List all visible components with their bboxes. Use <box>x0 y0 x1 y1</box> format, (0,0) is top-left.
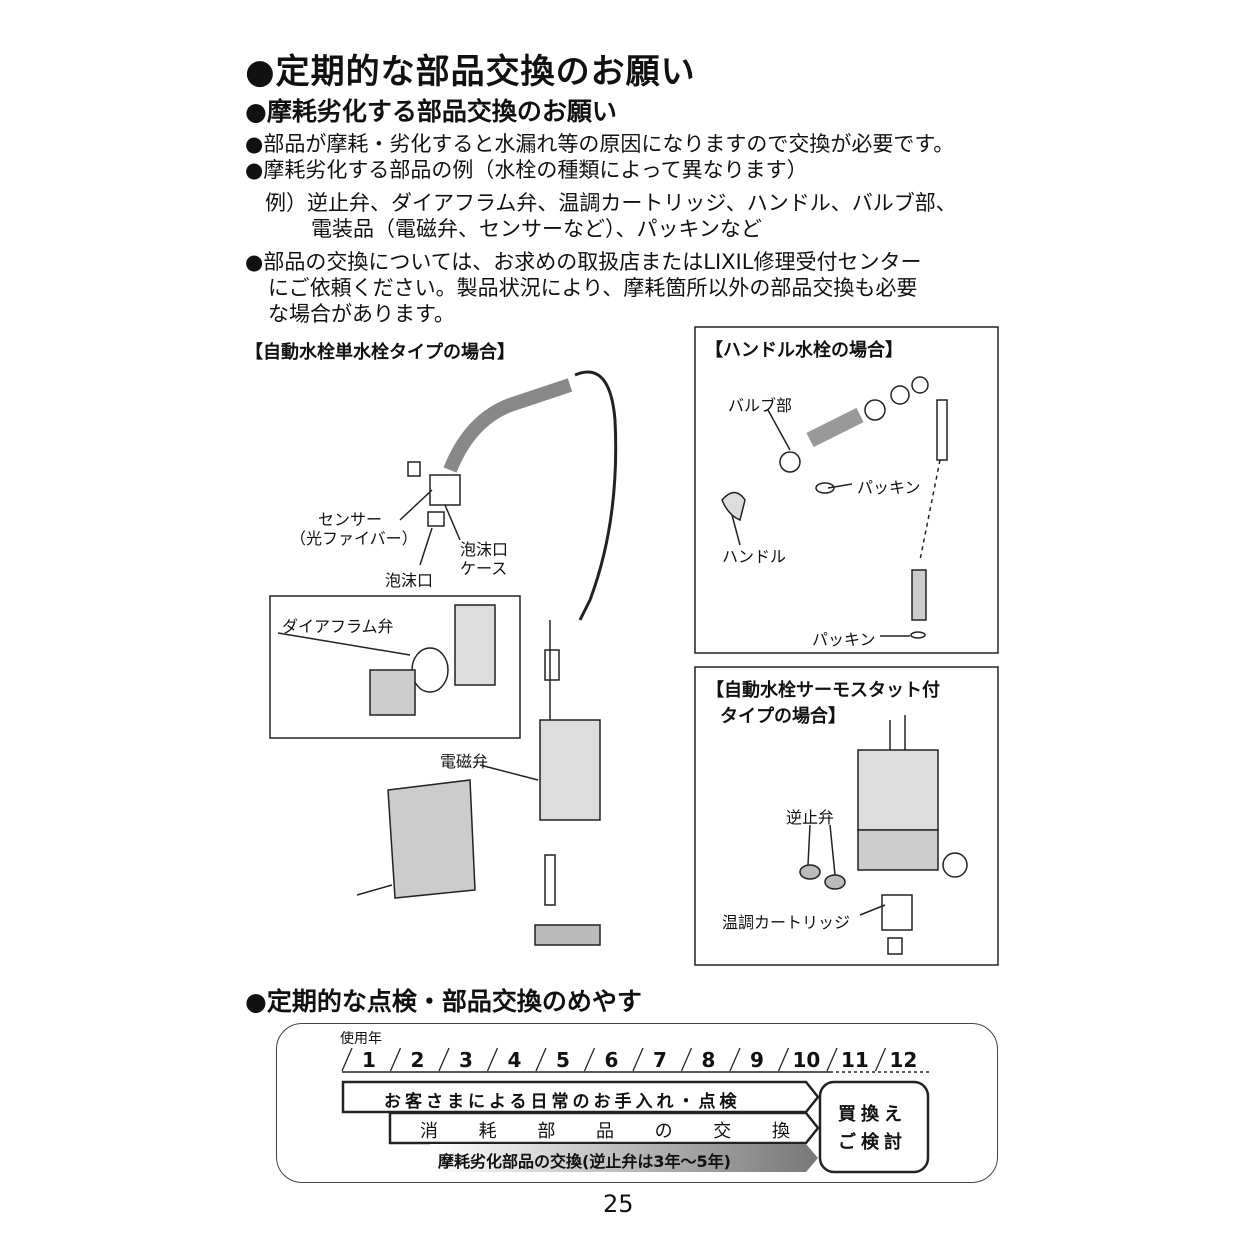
row-consumables-arrow <box>388 1111 820 1145</box>
solenoid-label: 電磁弁 <box>440 752 489 771</box>
year-2: 2 <box>410 1048 425 1072</box>
year-4: 4 <box>507 1048 522 1072</box>
solenoid-illustration <box>539 719 601 821</box>
year-3: 3 <box>459 1048 473 1072</box>
spout-illustration <box>443 378 573 473</box>
hose-illustration <box>574 370 618 621</box>
year-divider <box>632 1047 644 1072</box>
paragraph: な場合があります。 <box>268 302 455 326</box>
row-consumables-char: の <box>654 1121 673 1142</box>
check-valve-label: 逆止弁 <box>786 808 835 827</box>
paragraph: ●部品が摩耗・劣化すると水漏れ等の原因になりますので交換が必要です。 <box>245 132 955 156</box>
year-divider <box>729 1047 741 1072</box>
replace-label-2: ご検討 <box>838 1132 907 1153</box>
thermo-caption: 【自動水栓サーモスタット付 <box>706 680 940 701</box>
year-10: 10 <box>792 1048 821 1072</box>
sensor-label: センサー <box>318 510 383 529</box>
year-divider <box>486 1047 499 1072</box>
aerator-label: 泡沫口 <box>385 571 434 590</box>
aerator-illustration <box>427 511 445 527</box>
row-consumables-char: 換 <box>771 1121 790 1142</box>
year-divider <box>777 1047 790 1072</box>
packing-label: パッキン <box>857 478 921 497</box>
replace-box <box>818 1080 930 1174</box>
row-daily-care-arrow <box>341 1080 820 1114</box>
year-divider <box>535 1047 547 1072</box>
year-6: 6 <box>604 1048 619 1072</box>
diaphragm-inset-box <box>269 595 521 739</box>
section-title: ●摩耗劣化する部品交換のお願い <box>245 97 617 126</box>
year-divider <box>438 1047 450 1072</box>
page-number: 25 <box>603 1190 634 1218</box>
year-divider <box>680 1047 693 1072</box>
year-1: 1 <box>362 1048 376 1072</box>
year-9: 9 <box>750 1048 764 1072</box>
year-divider <box>583 1047 596 1072</box>
row-wear-parts-label: 摩耗劣化部品の交換(逆止弁は3年〜5年) <box>438 1152 731 1171</box>
schedule-heading: ●定期的な点検・部品交換のめやす <box>245 987 642 1016</box>
sensor-sub-label: （光ファイバー） <box>290 529 418 548</box>
packing-label-2: パッキン <box>812 630 876 649</box>
year-divider <box>874 1047 887 1072</box>
years-label: 使用年 <box>340 1031 382 1047</box>
paragraph: にご依頼ください。製品状況により、摩耗箇所以外の部品交換も必要 <box>268 276 918 300</box>
valve-label: バルブ部 <box>728 396 793 415</box>
year-divider <box>341 1047 353 1072</box>
row-consumables-char: 交 <box>713 1121 732 1142</box>
paragraph: 例）逆止弁、ダイアフラム弁、温調カートリッジ、ハンドル、バルブ部、 <box>265 191 957 215</box>
row-wear-parts-arrow <box>430 1144 818 1172</box>
year-divider <box>826 1047 838 1072</box>
replace-label-1: 買換え <box>838 1104 907 1125</box>
row-consumables-char: 品 <box>595 1121 614 1142</box>
row-daily-care-label: お客さまによる日常のお手入れ・点検 <box>384 1092 741 1112</box>
paragraph: ●部品の交換については、お求めの取扱店またはLIXIL修理受付センター <box>245 250 922 274</box>
row-consumables-char: 部 <box>537 1121 556 1142</box>
thermo-caption-2: タイプの場合】 <box>720 706 846 727</box>
row-consumables-char: 耗 <box>478 1121 497 1142</box>
handle-label: ハンドル <box>722 547 787 566</box>
year-11: 11 <box>841 1048 869 1072</box>
page-title: ●定期的な部品交換のお願い <box>245 52 696 92</box>
year-5: 5 <box>556 1048 570 1072</box>
aerator-case-label: 泡沫口 <box>460 540 509 559</box>
schedule-box <box>276 1023 998 1183</box>
aerator-case-label-2: ケース <box>460 559 508 578</box>
year-divider <box>389 1047 402 1072</box>
handle-faucet-caption: 【ハンドル水栓の場合】 <box>705 340 903 361</box>
paragraph: 電装品（電磁弁、センサーなど）、パッキンなど <box>311 217 762 241</box>
thermostat-faucet-box <box>694 666 999 966</box>
handle-faucet-box <box>694 326 999 654</box>
year-12: 12 <box>889 1048 918 1072</box>
row-consumables-char: 消 <box>420 1121 438 1142</box>
year-7: 7 <box>653 1048 667 1072</box>
paragraph: ●摩耗劣化する部品の例（水栓の種類によって異なります） <box>245 158 808 182</box>
auto-faucet-caption: 【自動水栓単水栓タイプの場合】 <box>245 342 515 363</box>
diaphragm-label: ダイアフラム弁 <box>282 617 394 636</box>
cover-illustration <box>387 779 476 899</box>
year-8: 8 <box>701 1048 716 1072</box>
cartridge-label: 温調カートリッジ <box>722 913 851 932</box>
